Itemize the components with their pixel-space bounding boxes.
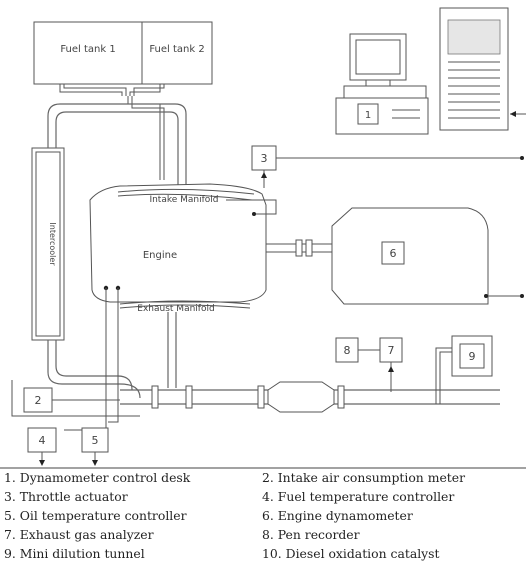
diesel-oxidation-catalyst — [267, 381, 335, 413]
box-1 — [357, 103, 379, 125]
box-6-label: 6 — [390, 247, 397, 260]
fuel-tank-2-box — [141, 21, 213, 85]
arrow-head-icon — [39, 460, 45, 466]
oil-temp-signal-line — [108, 288, 119, 423]
fuel-supply-line — [127, 96, 161, 180]
junction-dot — [520, 294, 524, 298]
box-3-label: 3 — [261, 152, 268, 165]
pc-case — [335, 97, 429, 135]
fuel-line-1b — [63, 84, 127, 96]
engine-block — [89, 183, 267, 303]
fuel-line-1a — [59, 84, 123, 96]
throttle-link — [226, 199, 277, 215]
intercooler-duct-inner — [55, 111, 179, 190]
engine-dynamometer — [331, 207, 489, 305]
arrow-head-icon — [92, 460, 98, 466]
fuel-tank-1-box — [33, 21, 143, 85]
flange — [257, 385, 265, 409]
legend-item: 10. Diesel oxidation catalyst — [262, 546, 440, 561]
legend-item: 9. Mini dilution tunnel — [4, 546, 145, 561]
intercooler-inlet-outer — [47, 340, 141, 399]
engine-label: Engine — [143, 250, 177, 261]
legend-item: 6. Engine dynamometer — [262, 508, 413, 523]
box-2-label: 2 — [35, 394, 42, 407]
flange — [337, 385, 345, 409]
intercooler-core — [35, 151, 61, 337]
legend-item: 3. Throttle actuator — [4, 489, 128, 504]
arrow-head-icon — [510, 111, 516, 117]
monitor-screen — [355, 39, 401, 75]
junction-dot — [520, 156, 524, 160]
fuel-line-2b — [133, 84, 165, 96]
rack-display — [447, 19, 501, 55]
arrow-head-icon — [388, 366, 394, 372]
fuel-temp-signal-line — [64, 288, 107, 431]
box-2 — [23, 387, 53, 413]
box-4 — [27, 427, 57, 453]
intercooler-label: Intercooler — [48, 222, 57, 266]
box-5-label: 5 — [92, 434, 99, 447]
intake-manifold-shape — [117, 188, 255, 201]
legend-row: 5. Oil temperature controller 6. Engine … — [4, 506, 526, 525]
legend-item: 1. Dynamometer control desk — [4, 470, 191, 485]
legend-row: 7. Exhaust gas analyzer 8. Pen recorder — [4, 525, 526, 544]
intercooler-duct-outer — [47, 103, 187, 190]
box-9 — [459, 343, 485, 369]
legend-item: 7. Exhaust gas analyzer — [4, 527, 154, 542]
arrow-head-icon — [261, 172, 267, 178]
sensor-dot — [484, 294, 488, 298]
monitor-stand — [365, 79, 391, 87]
keyboard — [343, 85, 427, 99]
legend-item: 2. Intake air consumption meter — [262, 470, 466, 485]
box-9-label: 9 — [469, 350, 476, 363]
fuel-tank-2-label: Fuel tank 2 — [149, 44, 204, 55]
exhaust-manifold-label: Exhaust Manifold — [137, 304, 214, 314]
left-frame-line — [11, 380, 140, 417]
legend-item: 8. Pen recorder — [262, 527, 360, 542]
box-1-label: 1 — [365, 110, 371, 121]
intake-manifold-label: Intake Manifold — [149, 195, 218, 205]
fuel-return-line — [131, 96, 165, 180]
box-8-label: 8 — [344, 344, 351, 357]
fuel-tank-1-label: Fuel tank 1 — [60, 44, 115, 55]
coupling — [295, 239, 303, 257]
flange — [151, 385, 159, 409]
flange — [185, 385, 193, 409]
box-7-label: 7 — [388, 344, 395, 357]
box-4-label: 4 — [39, 434, 46, 447]
box-6 — [381, 241, 405, 265]
coupling — [305, 239, 313, 257]
test-bench-schematic: Fuel tank 1 Fuel tank 2 Intercooler Inta… — [0, 7, 526, 469]
intercooler-inlet-inner — [55, 340, 133, 391]
legend: 1. Dynamometer control desk 2. Intake ai… — [4, 468, 526, 563]
legend-row: 9. Mini dilution tunnel 10. Diesel oxida… — [4, 544, 526, 563]
legend-item: 5. Oil temperature controller — [4, 508, 187, 523]
exhaust-manifold-shape — [119, 300, 251, 309]
legend-row: 1. Dynamometer control desk 2. Intake ai… — [4, 468, 526, 487]
sensor-dot — [252, 212, 256, 216]
legend-row: 3. Throttle actuator 4. Fuel temperature… — [4, 487, 526, 506]
legend-item: 4. Fuel temperature controller — [262, 489, 455, 504]
